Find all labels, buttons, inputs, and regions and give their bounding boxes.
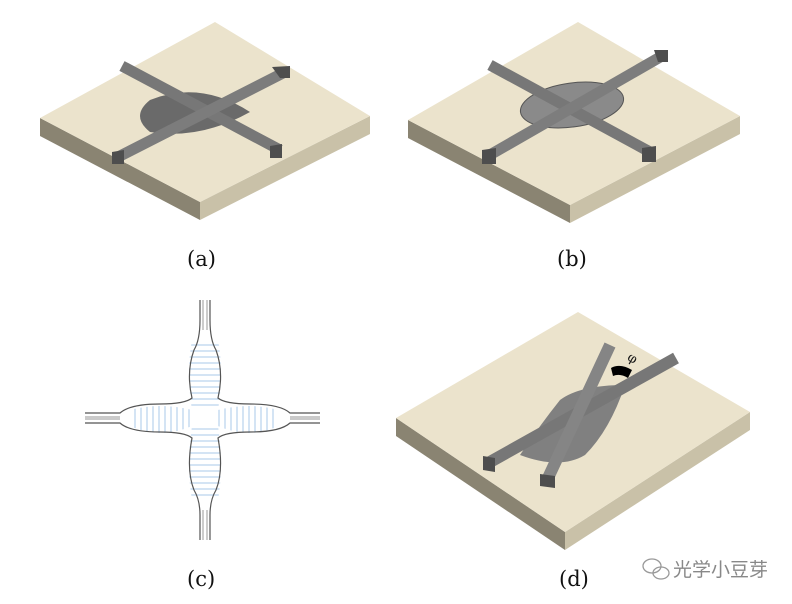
- panel-b: (b): [408, 22, 740, 271]
- waveguide-cross: φ: [483, 342, 679, 488]
- panel-c: (c): [85, 300, 320, 591]
- panel-label-b: (b): [557, 247, 587, 271]
- panel-a: (a): [40, 22, 370, 271]
- panel-d: φ (d): [396, 312, 750, 591]
- wechat-icon: [642, 558, 670, 580]
- waveguide-cross: [482, 50, 668, 164]
- watermark-text: 光学小豆芽: [673, 559, 768, 581]
- panel-label-a: (a): [187, 247, 216, 271]
- watermark: 光学小豆芽: [642, 558, 768, 581]
- angle-arc: [611, 365, 632, 378]
- channel-outline: [85, 300, 320, 540]
- mode-fill: [130, 340, 278, 500]
- panel-label-d: (d): [559, 567, 589, 591]
- waveguide-cross: [112, 61, 290, 164]
- panel-label-c: (c): [187, 567, 215, 591]
